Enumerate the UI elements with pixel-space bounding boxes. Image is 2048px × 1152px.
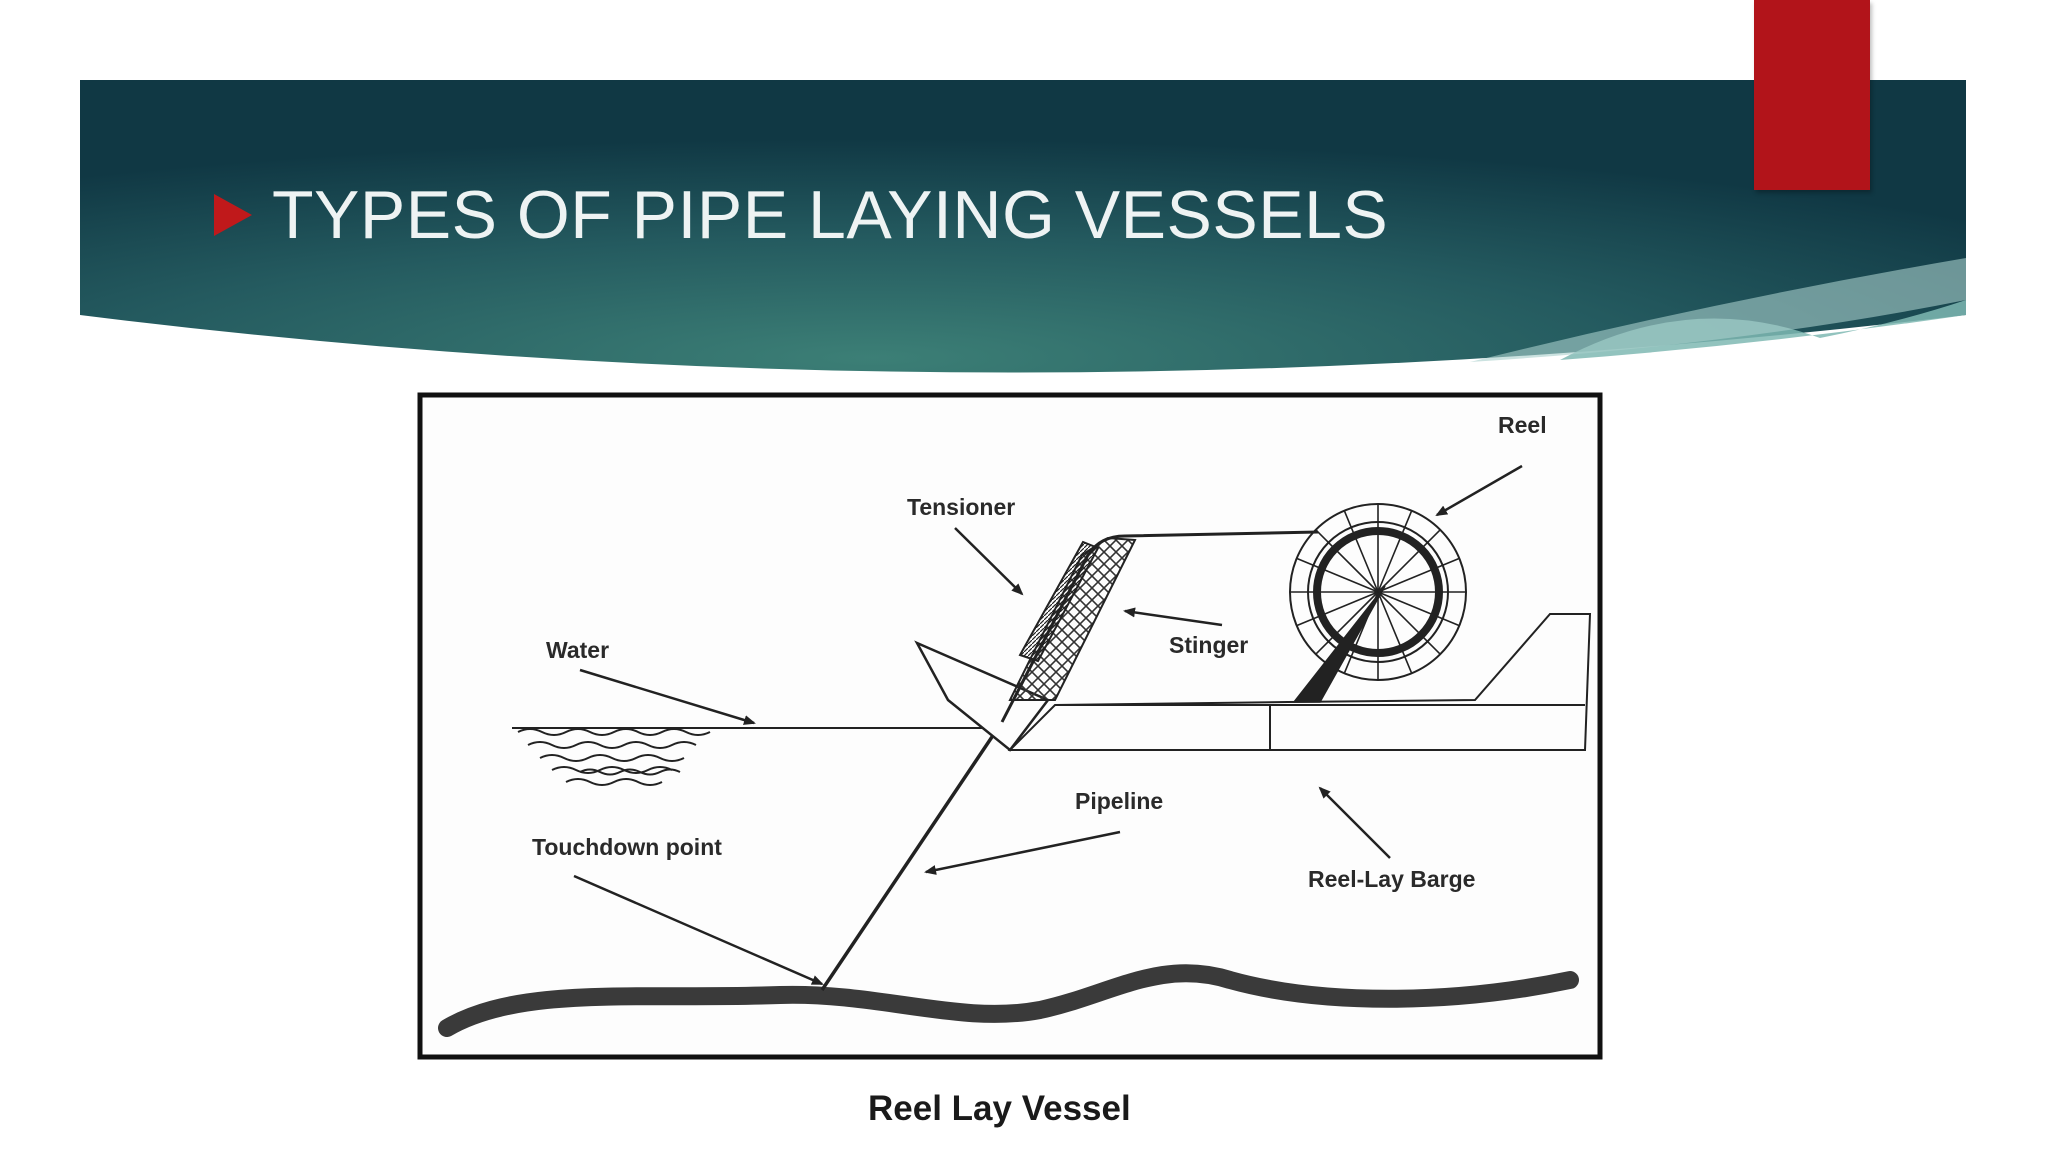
reel-arrow — [1435, 464, 1523, 517]
reel-spoke — [1296, 557, 1379, 593]
label-reel: Reel — [1498, 412, 1547, 438]
pipeline-arrow — [924, 830, 1121, 875]
label-stinger: Stinger — [1169, 632, 1249, 658]
pipe-over-ramp — [1000, 530, 1319, 723]
seabed-line — [438, 964, 1579, 1037]
slide-title: TYPES OF PIPE LAYING VESSELS — [272, 177, 1389, 253]
title-row: TYPES OF PIPE LAYING VESSELS — [214, 176, 1388, 254]
reel-spoke — [1377, 557, 1460, 593]
diagram-caption: Reel Lay Vessel — [868, 1089, 1131, 1128]
touchdown-arrow — [573, 874, 824, 986]
reel-spoke — [1315, 591, 1379, 655]
reel-spoke — [1377, 591, 1441, 655]
label-tensioner: Tensioner — [907, 494, 1016, 520]
tensioner-arrow — [954, 527, 1024, 596]
water-waves-icon — [517, 728, 711, 786]
label-barge: Reel-Lay Barge — [1308, 866, 1476, 892]
reel-spoke — [1377, 510, 1413, 593]
label-pipeline: Pipeline — [1075, 788, 1164, 814]
barge-bow — [914, 640, 1050, 752]
accent-tab — [1754, 0, 1870, 190]
play-triangle-icon — [214, 194, 252, 236]
water-arrow — [579, 668, 756, 725]
reel-spoke — [1315, 529, 1379, 593]
title-banner — [80, 80, 1966, 373]
reel-spoke — [1377, 591, 1460, 627]
pipeline-line — [820, 721, 1004, 991]
stinger-arrow — [1123, 607, 1223, 627]
barge-arrow — [1318, 786, 1391, 859]
reel-spoke — [1343, 510, 1379, 593]
banner-wave-2 — [1470, 258, 1966, 362]
reel-spoke — [1377, 529, 1441, 593]
reel-spoke — [1377, 591, 1413, 674]
reel-spoke — [1296, 591, 1379, 627]
label-touchdown: Touchdown point — [532, 834, 722, 860]
reel-icon — [1289, 503, 1467, 703]
label-water: Water — [546, 637, 610, 663]
